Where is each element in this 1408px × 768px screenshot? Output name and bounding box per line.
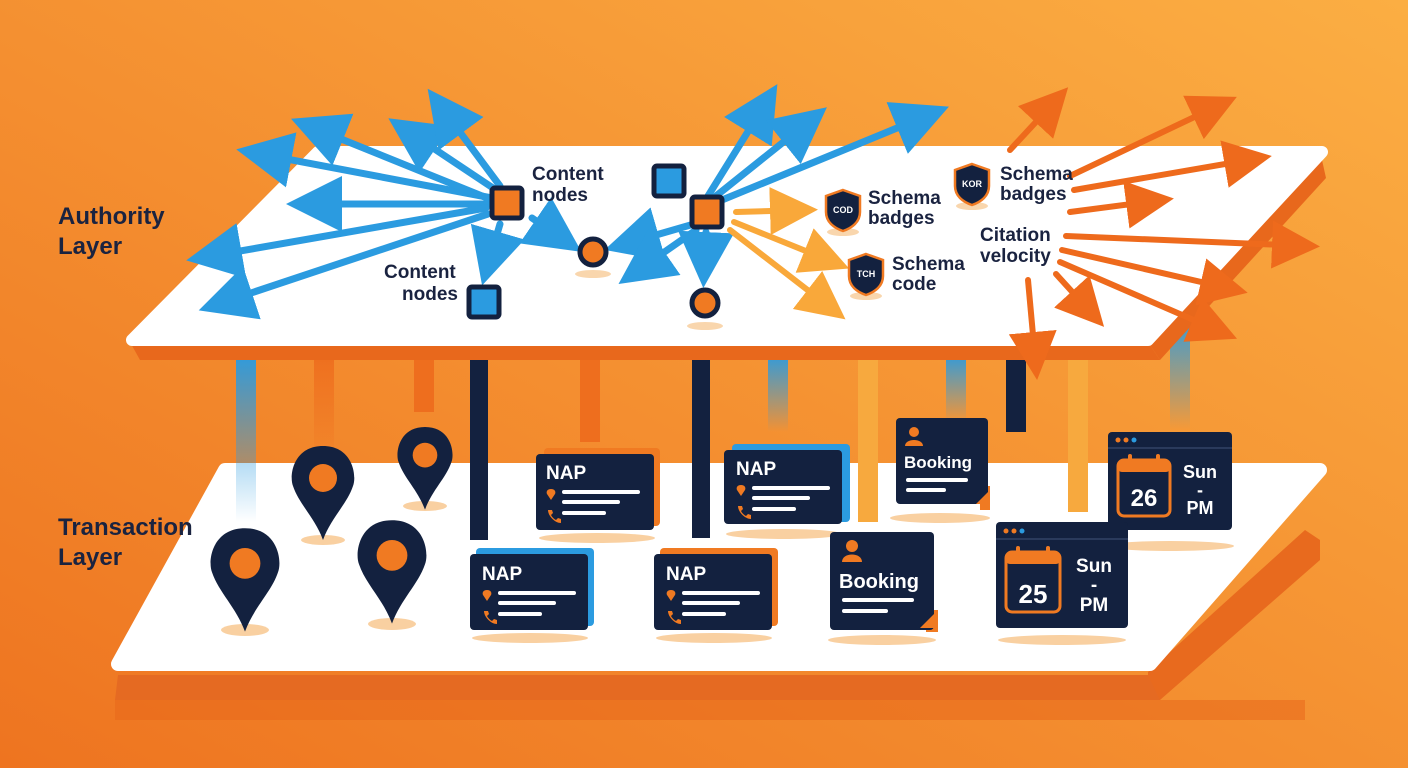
calendar-separator: - xyxy=(1091,575,1097,596)
schema-badges-label: Schema badges xyxy=(868,188,946,229)
nap-card: NAP xyxy=(536,448,660,543)
schema-badges-label: Schema badges xyxy=(1000,164,1078,205)
calendar-separator: - xyxy=(1197,480,1203,500)
shield-badge-icon: TCH xyxy=(847,252,885,300)
authority-layer-label: Authority Layer xyxy=(58,203,165,260)
content-node-square xyxy=(466,284,502,320)
light-orange-arrows xyxy=(727,187,850,320)
nap-title: NAP xyxy=(666,564,706,585)
calendar-weekday: Sun xyxy=(1183,462,1217,482)
calendar-time: PM xyxy=(1080,595,1109,616)
content-node-circle xyxy=(577,236,609,268)
orange-arrows xyxy=(1007,87,1320,380)
content-node-square xyxy=(489,185,525,221)
booking-title: Booking xyxy=(839,571,919,593)
location-pin-icon xyxy=(546,489,556,500)
blue-arrows xyxy=(186,84,949,320)
schema-code-label: Schema code xyxy=(892,254,970,295)
nap-title: NAP xyxy=(736,459,776,480)
content-node-circle xyxy=(689,287,721,319)
badge-code-kor: KOR xyxy=(962,179,983,189)
nap-title: NAP xyxy=(482,564,522,585)
phone-icon xyxy=(738,506,751,519)
booking-title: Booking xyxy=(904,453,972,472)
citation-velocity-label: Citation velocity xyxy=(980,225,1056,267)
content-nodes-label: Content nodes xyxy=(532,164,609,206)
shield-badge-icon: KOR xyxy=(953,162,991,210)
nap-card: NAP xyxy=(654,548,778,643)
authority-nodes xyxy=(466,163,725,330)
calendar-day: 26 xyxy=(1131,485,1158,512)
calendar-day: 25 xyxy=(1019,579,1048,609)
phone-icon xyxy=(548,510,561,523)
person-icon xyxy=(909,427,919,437)
content-nodes-label: Content nodes xyxy=(384,262,461,305)
authority-labels: Content nodes Content nodes Schema badge… xyxy=(384,164,1078,305)
shield-badge-icon: COD xyxy=(824,188,862,236)
calendar-time: PM xyxy=(1187,498,1214,518)
location-pin-icon xyxy=(666,590,676,601)
phone-icon xyxy=(484,611,497,624)
location-pins xyxy=(210,426,453,636)
nap-title: NAP xyxy=(546,463,586,484)
booking-card: Booking xyxy=(828,532,938,645)
calendar-card: 25 Sun - PM xyxy=(996,522,1128,645)
calendar-weekday: Sun xyxy=(1076,556,1112,577)
calendar-card: 26 Sun - PM xyxy=(1106,432,1234,551)
phone-icon xyxy=(668,611,681,624)
transaction-layer-label: Transaction Layer xyxy=(58,514,193,571)
location-pin-icon xyxy=(482,590,492,601)
location-pin-icon xyxy=(736,485,746,496)
nap-card: NAP xyxy=(470,548,594,643)
person-icon xyxy=(846,540,858,552)
nap-card: NAP xyxy=(724,444,850,539)
badge-code-tch: TCH xyxy=(857,269,876,279)
booking-card: Booking xyxy=(890,418,990,523)
content-node-square xyxy=(689,194,725,230)
badge-code-cod: COD xyxy=(833,205,854,215)
content-node-square xyxy=(651,163,687,199)
